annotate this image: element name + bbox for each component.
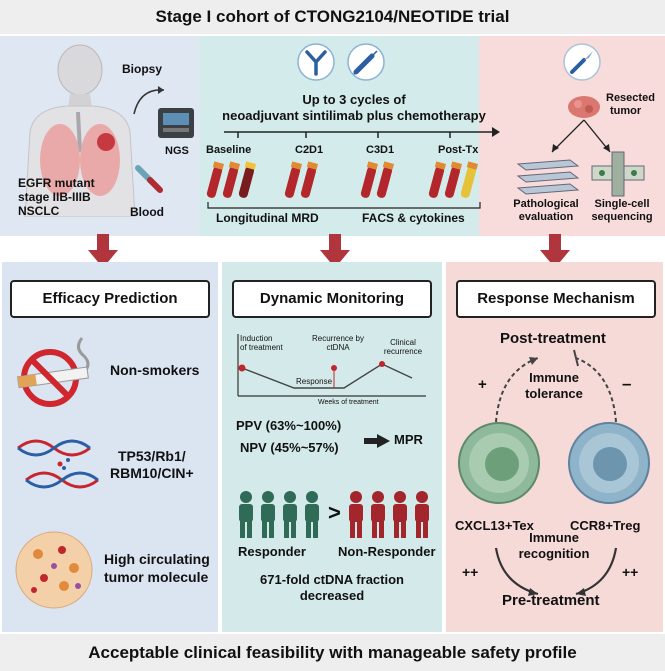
assay-bracket [207, 202, 481, 209]
efficacy-title: Efficacy Prediction [10, 280, 210, 318]
mechanism-title: Response Mechanism [456, 280, 656, 318]
mpr-arrow [364, 434, 390, 448]
weeks-axis-label: Weeks of treatment [318, 399, 379, 406]
timepoint-c3d1: C3D1 [366, 144, 395, 156]
ngs-machine-icon [158, 108, 194, 138]
ppv-label: PPV (63%~100%) [236, 418, 342, 433]
cxcl13-tex-cell [458, 422, 540, 504]
antibody-icon [297, 43, 335, 81]
figure-title: Stage I cohort of CTONG2104/NEOTIDE tria… [0, 0, 665, 34]
regimen-text: Up to 3 cycles of neoadjuvant sintilimab… [222, 92, 486, 123]
dna-icon [17, 439, 99, 489]
timepoint-c2d1: C2D1 [295, 144, 324, 156]
responder-label: Responder [238, 544, 306, 559]
non-smokers-label: Non-smokers [110, 362, 200, 378]
timepoint-post-tx: Post-Tx [438, 144, 479, 156]
tube-group-baseline [206, 161, 257, 198]
plus-sign: + [478, 376, 487, 393]
arrow-to-monitoring [320, 234, 350, 268]
resected-tumor-icon [568, 96, 600, 118]
clinical-recurrence-label: Clinical recurrence [383, 338, 423, 356]
recurrence-ctdna-label: Recurrence by ctDNA [311, 334, 365, 352]
sequencing-chip-icon [591, 151, 645, 197]
treatment-timeline [224, 127, 500, 138]
arrow-to-mechanism [540, 234, 570, 268]
tube-group-c2d1 [284, 161, 319, 198]
arrow-to-efficacy [88, 234, 118, 268]
biopsy-label: Biopsy [122, 62, 163, 76]
tube-group-c3d1 [360, 161, 395, 198]
circulating-label: High circulating tumor molecule [104, 551, 210, 585]
mechanism-arrows [494, 349, 618, 596]
nonresponder-people-icon [349, 491, 429, 538]
pathological-evaluation-label: Pathological evaluation [513, 198, 579, 223]
monitoring-title: Dynamic Monitoring [232, 280, 432, 318]
resected-tumor-label: Resected tumor [606, 92, 655, 117]
patient-illustration [24, 44, 136, 217]
post-treatment-label: Post-treatment [500, 330, 606, 347]
cxcl13-tex-label: CXCL13+Tex [455, 518, 534, 533]
syringe-icon [347, 43, 385, 81]
double-plus-right: ++ [622, 564, 639, 580]
blood-tube-icon [135, 165, 163, 193]
blood-label: Blood [130, 205, 164, 219]
fold-change-text: 671-fold ctDNA fraction decreased [260, 572, 404, 603]
induction-label: Induction of treatment [240, 334, 283, 352]
patient-description: EGFR mutant stage IIB-IIIB NSCLC [18, 176, 95, 218]
mrd-label: Longitudinal MRD [216, 211, 319, 225]
biopsy-arrow [133, 86, 165, 115]
circulating-tumor-icon [15, 531, 93, 609]
no-smoking-icon [16, 337, 90, 407]
ctdna-kinetics-sketch [237, 334, 426, 397]
pre-treatment-label: Pre-treatment [502, 592, 600, 609]
ccr8-treg-label: CCR8+Treg [570, 518, 641, 533]
immune-tolerance-label: Immune tolerance [525, 370, 583, 401]
footer-conclusion: Acceptable clinical feasibility with man… [0, 634, 665, 671]
mpr-label: MPR [394, 432, 423, 447]
tumor-split-arrows [551, 119, 611, 153]
npv-label: NPV (45%~57%) [240, 440, 339, 455]
greater-than-sign: > [328, 500, 341, 525]
single-cell-label: Single-cell sequencing [591, 198, 653, 223]
scalpel-icon [563, 43, 601, 81]
nonresponder-label: Non-Responder [338, 544, 436, 559]
double-plus-left: ++ [462, 564, 479, 580]
facs-label: FACS & cytokines [362, 211, 465, 225]
ccr8-treg-cell [568, 422, 650, 504]
timepoint-baseline: Baseline [206, 144, 252, 156]
gene-label: TP53/Rb1/ RBM10/CIN+ [110, 448, 194, 481]
immune-recognition-label: Immune recognition [518, 530, 590, 561]
response-label: Response [296, 377, 333, 386]
pathology-slides-icon [516, 159, 580, 195]
minus-sign: – [622, 374, 632, 393]
responder-people-icon [239, 491, 319, 538]
tube-group-post-tx [428, 161, 479, 198]
monitoring-panel [222, 262, 442, 632]
ngs-label: NGS [165, 145, 189, 157]
